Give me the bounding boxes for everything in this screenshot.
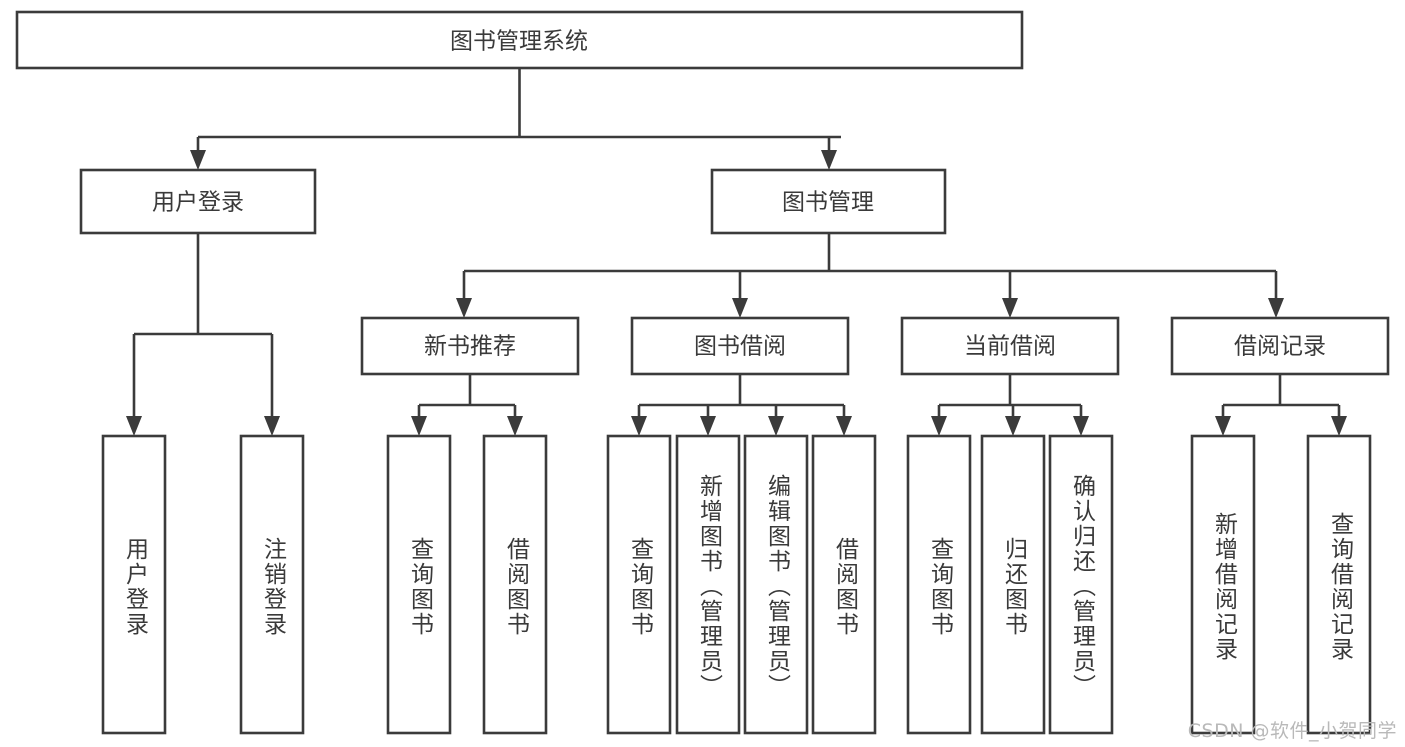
node-leaf-query-book-3[interactable]: [906, 434, 972, 735]
horizontal-label-layer: 图书管理系统 用户登录 图书管理 新书推荐 图书借阅 当前借阅 借阅记录: [152, 29, 1326, 360]
node-user-login[interactable]: [79, 168, 317, 235]
node-leaf-user-login[interactable]: [101, 434, 167, 735]
node-leaf-logout[interactable]: [239, 434, 305, 735]
label-new-book-recommend: 新书推荐: [424, 334, 516, 360]
arrowhead-borrow-record: [1268, 298, 1284, 318]
arrowhead-leaf-query-record: [1331, 416, 1347, 436]
node-leaf-query-record[interactable]: [1306, 434, 1372, 735]
node-leaf-query-book-2[interactable]: [606, 434, 672, 735]
label-book-borrow: 图书借阅: [694, 334, 786, 360]
arrowhead-leaf-return-book: [1005, 416, 1021, 436]
node-leaf-add-record[interactable]: [1190, 434, 1256, 735]
node-book-manage[interactable]: [710, 168, 947, 235]
node-book-borrow[interactable]: [630, 316, 850, 376]
label-current-borrow: 当前借阅: [964, 334, 1056, 360]
node-current-borrow[interactable]: [900, 316, 1120, 376]
node-leaf-query-book-1[interactable]: [386, 434, 452, 735]
node-leaf-add-book[interactable]: [675, 434, 741, 735]
node-leaf-borrow-book-1[interactable]: [482, 434, 548, 735]
node-root[interactable]: [15, 10, 1024, 70]
arrowhead-leaf-edit-book: [768, 416, 784, 436]
label-borrow-record: 借阅记录: [1234, 334, 1326, 360]
arrowhead-leaf-user-login: [126, 416, 142, 436]
label-root: 图书管理系统: [450, 29, 588, 55]
arrowhead-leaf-add-book: [700, 416, 716, 436]
arrowhead-leaf-query-book-1: [411, 416, 427, 436]
connector-layer: [126, 68, 1347, 436]
node-borrow-record[interactable]: [1170, 316, 1390, 376]
arrowhead-leaf-confirm-return: [1073, 416, 1089, 436]
arrowhead-leaf-query-book-3: [931, 416, 947, 436]
watermark-text: CSDN @软件_小贺同学: [1187, 720, 1397, 742]
node-new-book-recommend[interactable]: [360, 316, 580, 376]
arrowhead-new-book-rec: [456, 298, 472, 318]
arrowhead-leaf-logout: [264, 416, 280, 436]
node-leaf-return-book[interactable]: [980, 434, 1046, 735]
arrowhead-current-borrow: [1002, 298, 1018, 318]
node-leaf-edit-book[interactable]: [743, 434, 809, 735]
node-layer: [15, 10, 1390, 735]
arrowhead-leaf-query-book-2: [631, 416, 647, 436]
arrowhead-book-manage: [821, 150, 837, 170]
arrowhead-leaf-add-record: [1215, 416, 1231, 436]
arrowhead-leaf-borrow-book-1: [507, 416, 523, 436]
arrowhead-leaf-borrow-book-2: [836, 416, 852, 436]
arrowhead-book-borrow: [732, 298, 748, 318]
node-leaf-confirm-return[interactable]: [1048, 434, 1114, 735]
label-user-login: 用户登录: [152, 190, 244, 216]
label-book-manage: 图书管理: [782, 190, 874, 216]
arrowhead-user-login: [190, 150, 206, 170]
node-leaf-borrow-book-2[interactable]: [811, 434, 877, 735]
